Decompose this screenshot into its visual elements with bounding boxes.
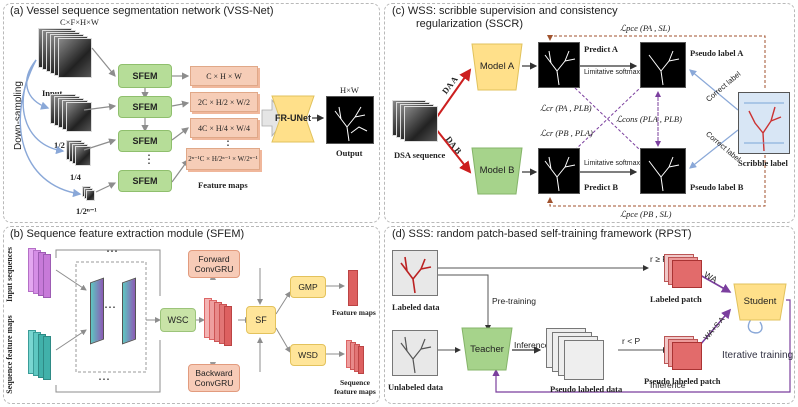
loss-cr-b: ℒcr (PB , PLA) (540, 128, 593, 138)
model-a-shape (471, 43, 523, 91)
labeled-data-label: Labeled data (392, 302, 440, 312)
sf-box: SF (246, 306, 276, 334)
unlabeled-data-image (392, 330, 438, 376)
feature-maps-label: Feature maps (198, 180, 248, 190)
pseudo-label-b-label: Pseudo label B (690, 182, 744, 192)
feature-map-4: 2ⁿ⁻¹C × H/2ⁿ⁻¹ × W/2ⁿ⁻¹ (186, 148, 260, 170)
wsd-sequence-feature-maps-label: Sequence feature maps (334, 378, 376, 396)
input-dims-label: C×F×H×W (60, 17, 99, 27)
sfem-dots: ⋮ (143, 152, 155, 166)
scale-smallest-label: 1/2ⁿ⁻¹ (76, 206, 97, 216)
backward-convgru-box: Backward ConvGRU (188, 364, 240, 392)
panel-d-title: (d) SSS: random patch-based self-trainin… (392, 228, 692, 240)
student-label: Student (743, 295, 777, 307)
scribble-label-label: Scribble label (738, 158, 788, 168)
scribble-label-image (738, 92, 790, 154)
panel-c-title-2: regularization (SSCR) (416, 18, 523, 30)
sfem-box-1: SFEM (118, 64, 172, 88)
iterative-training-label: Iterative training (722, 350, 794, 361)
labeled-data-image (392, 250, 438, 296)
r-ge-p-label: r ≥ P (650, 254, 668, 264)
labeled-patch-label: Labeled patch (650, 294, 702, 304)
limitative-softmax-b-label: Limitative softmax (584, 160, 641, 167)
sfem-box-3: SFEM (118, 130, 172, 152)
panel-c-title-1: (c) WSS: scribble supervision and consis… (392, 5, 618, 17)
panel-a-arrows (19, 47, 325, 198)
pretraining-label: Pre-training (492, 296, 536, 306)
panel-c (384, 3, 795, 223)
model-b-label: Model B (479, 164, 515, 176)
loss-pce-a: ℒpce (PA , SL) (620, 23, 671, 33)
pseudo-label-a-label: Pseudo label A (690, 48, 744, 58)
frunet-label: FR-UNet (275, 113, 311, 123)
model-a-label: Model A (479, 60, 515, 72)
student-shape (733, 283, 787, 321)
scale-half-label: 1/2 (54, 140, 65, 150)
model-b-shape (471, 147, 523, 195)
unlabeled-data-label: Unlabeled data (388, 382, 444, 392)
feature-map-3: 4C × H/4 × W/4 (190, 118, 258, 138)
predict-b-image (538, 148, 580, 194)
teacher-shape (461, 327, 513, 371)
r-lt-p-label: r < P (622, 336, 641, 346)
panel-b (3, 226, 380, 404)
gmp-feature-maps-label: Feature maps (332, 308, 376, 317)
pseudo-labeled-patch-label: Pseudo labeled patch (644, 376, 721, 386)
panel-b-title: (b) Sequence feature extraction module (… (10, 228, 245, 240)
sfem-box-4: SFEM (118, 170, 172, 192)
wsc-box: WSC (160, 308, 196, 332)
pseudo-label-b-image (640, 148, 686, 194)
wsd-box: WSD (290, 344, 326, 366)
frunet-shape (271, 95, 315, 143)
feature-map-2: 2C × H/2 × W/2 (190, 92, 258, 112)
pseudo-label-a-image (640, 42, 686, 88)
sfem-box-2: SFEM (118, 96, 172, 118)
bottom-ellipsis: ⋯ (98, 372, 110, 386)
panel-a (3, 3, 380, 223)
teacher-label: Teacher (470, 343, 504, 355)
gmp-feature-map (348, 270, 358, 306)
panel-c-arrows (431, 35, 766, 207)
panel-a-title: (a) Vessel sequence segmentation network… (10, 5, 274, 17)
output-label: Output (336, 148, 363, 158)
forward-convgru-line2: ConvGRU (194, 264, 234, 274)
limitative-softmax-a-label: Limitative softmax (584, 69, 641, 76)
output-image (326, 96, 374, 144)
loss-pce-b: ℒpce (PB , SL) (620, 209, 672, 219)
inference-1-label: Inference (514, 340, 550, 350)
inference-2-label: Inference (650, 380, 686, 390)
loss-cr-a: ℒcr (PA , PLB) (540, 103, 592, 113)
predict-a-image (538, 42, 580, 88)
backward-convgru-line2: ConvGRU (194, 378, 234, 388)
dsa-sequence-label: DSA sequence (394, 150, 446, 160)
backward-convgru-line1: Backward (195, 368, 233, 378)
pseudo-labeled-data-label: Pseudo labeled data (550, 384, 623, 394)
predict-b-label: Predict B (584, 182, 619, 192)
predict-a-label: Predict A (584, 44, 619, 54)
loss-cons: ℒcons (PLA , PLB) (616, 114, 682, 124)
gmp-box: GMP (290, 276, 326, 298)
output-dims-label: H×W (340, 85, 359, 95)
panel-d (384, 226, 795, 404)
forward-convgru-box: Forward ConvGRU (188, 250, 240, 278)
conv-ellipsis: ⋯ (104, 300, 116, 314)
feature-map-1: C × H × W (190, 66, 258, 86)
top-ellipsis: ⋯ (106, 244, 118, 258)
scale-quarter-label: 1/4 (70, 172, 81, 182)
input-label: Input (42, 88, 63, 98)
forward-convgru-line1: Forward (198, 254, 230, 264)
